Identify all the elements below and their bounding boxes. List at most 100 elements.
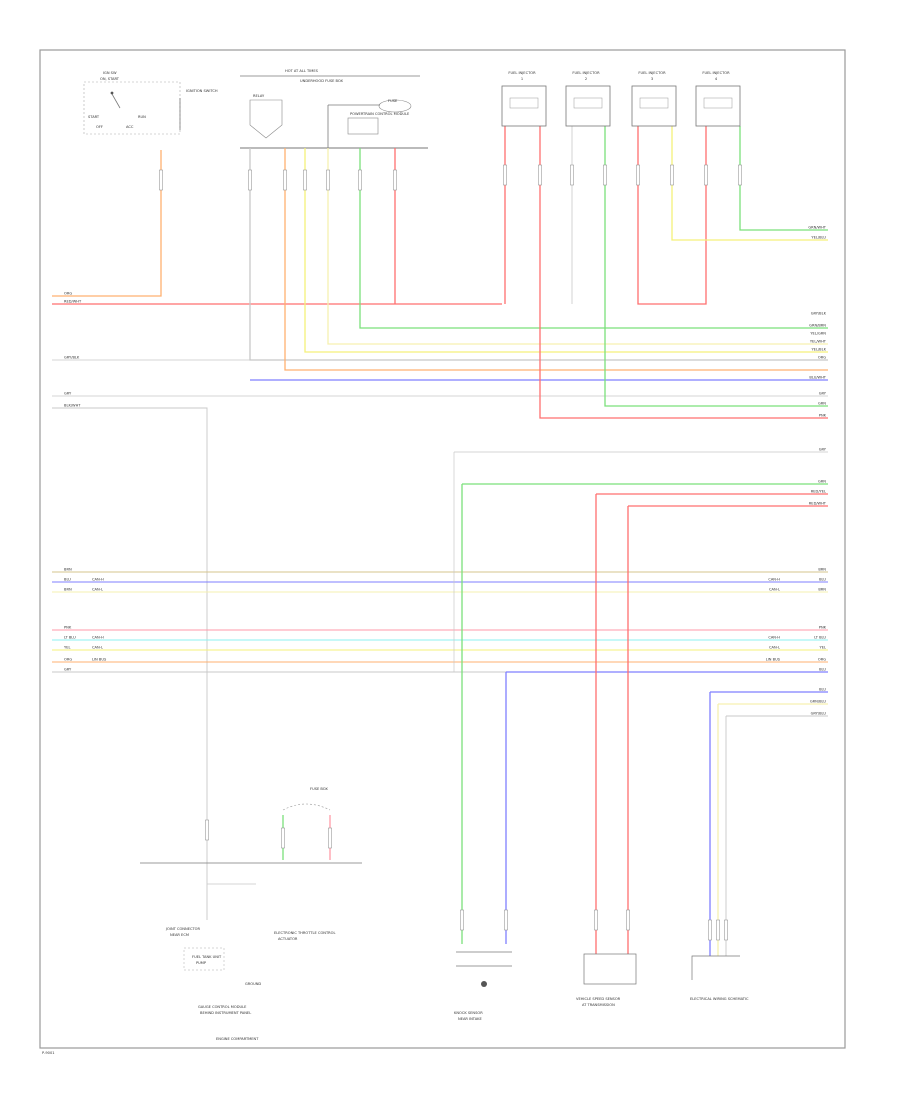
injector-body — [631, 85, 677, 127]
wire-label-right: GRN — [818, 480, 826, 484]
bus-desc-left: LIN BUS — [92, 658, 107, 662]
wire-label-right: YEL/GRN — [810, 332, 826, 336]
bus-code-right: BLU — [819, 668, 826, 672]
bus-code-left: BLU — [64, 578, 71, 582]
bus-code-right: BRN — [818, 568, 826, 572]
junction-title: JOINT CONNECTOR — [165, 927, 200, 931]
connector-throttle — [716, 919, 720, 941]
junction-box-bottom — [183, 947, 225, 971]
bus-code-left: LT BLU — [64, 636, 76, 640]
injector-num: 1 — [521, 77, 523, 81]
fuel-injector-4: FUEL INJECTOR 4 — [695, 71, 741, 127]
lower-label: ENGINE COMPARTMENT — [216, 1037, 259, 1041]
wire-label-right: YEL/BLK — [811, 348, 826, 352]
switch-pivot — [110, 91, 114, 95]
caption: ELECTRICAL WIRING SCHEMATIC — [690, 997, 749, 1001]
wire-label-right: GRN — [818, 402, 826, 406]
connector-bottom — [504, 909, 508, 931]
injector-title: FUEL INJECTOR — [702, 71, 730, 75]
bus-code-right: LT BLU — [814, 636, 826, 640]
fuse-shape — [378, 99, 412, 113]
module-box — [347, 117, 379, 135]
switch-contact — [111, 93, 121, 109]
injector-title: FUEL INJECTOR — [508, 71, 536, 75]
fuel-sub: PUMP — [196, 961, 207, 965]
wire-inj3-b — [671, 126, 828, 241]
bus-desc-left: CAN-L — [92, 588, 103, 592]
bus-desc-left: CAN-H — [92, 578, 104, 582]
ignition-sub: ON, START — [100, 77, 120, 81]
ignition-note: IGNITION SWITCH — [186, 89, 218, 93]
wire-label-right: YEL/BLU — [811, 236, 826, 240]
connector-drop — [326, 169, 330, 191]
bus-desc-right: CAN-L — [769, 588, 780, 592]
knock-sensor-icon — [481, 981, 487, 987]
fuel-injector-1: FUEL INJECTOR 1 — [501, 71, 547, 127]
wire-label-left: ORG — [64, 292, 72, 296]
wire-inj1-b — [539, 126, 828, 419]
ignition-switch: IGN SW ON, START START RUN OFF ACC IGNIT… — [83, 71, 218, 135]
connector-injector — [538, 164, 542, 186]
meter-title: GAUGE CONTROL MODULE — [198, 1005, 247, 1009]
wire-layer — [52, 126, 828, 956]
rear-title: ELECTRONIC THROTTLE CONTROL — [274, 931, 336, 935]
wire-label-left: RED/WHT — [64, 300, 82, 304]
bus-code-left: BRN — [64, 588, 72, 592]
wire-ign-feed — [52, 150, 162, 297]
wire-label-left: BLK/WHT — [64, 404, 81, 408]
wire-label-right: GRN/BRN — [809, 324, 826, 328]
page-label: P-9001 — [42, 1051, 55, 1055]
bus-desc-right: CAN-H — [768, 578, 780, 582]
wire-yellow-drop-1 — [304, 148, 828, 353]
connector-injector — [603, 164, 607, 186]
injector-coil — [509, 97, 539, 109]
injector-coil — [703, 97, 733, 109]
connector-injector — [670, 164, 674, 186]
bus-desc-left: CAN-H — [92, 636, 104, 640]
abs-title: VEHICLE SPEED SENSOR — [576, 997, 621, 1001]
wire-gray-vertical — [52, 407, 208, 920]
wire-label-right: GRY — [819, 392, 827, 396]
wire-label-right: GRN/WHT — [808, 226, 826, 230]
injector-body — [695, 85, 741, 127]
injector-coil — [573, 97, 603, 109]
bus-code-right: ORG — [818, 658, 826, 662]
meter-sub: BEHIND INSTRUMENT PANEL — [200, 1011, 251, 1015]
connector-drop — [303, 169, 307, 191]
injector-coil — [639, 97, 669, 109]
wire-label-right: GRY — [819, 448, 827, 452]
injector-title: FUEL INJECTOR — [572, 71, 600, 75]
injector-title: FUEL INJECTOR — [638, 71, 666, 75]
junction-title: HOT AT ALL TIMES — [285, 69, 319, 73]
ground-label: GROUND — [245, 982, 261, 986]
wire-inj3-a — [637, 126, 707, 305]
connector-plug-2 — [328, 827, 332, 849]
ignition-pos-acc: ACC — [126, 125, 134, 129]
fuel-injector-3: FUEL INJECTOR 3 — [631, 71, 677, 127]
wire-label-right: PNK — [819, 414, 827, 418]
relay-shape — [249, 99, 283, 139]
connector-injector — [738, 164, 742, 186]
bus-code-right: BRN — [818, 588, 826, 592]
connector-drop — [358, 169, 362, 191]
connector-injector — [636, 164, 640, 186]
bus-code-left: BRN — [64, 568, 72, 572]
injector-num: 3 — [651, 77, 653, 81]
wire-label-left: GRY — [64, 392, 72, 396]
bus-code-right: PNK — [819, 626, 827, 630]
bus-desc-right: CAN-H — [768, 636, 780, 640]
injector-body — [501, 85, 547, 127]
connector-injector — [503, 164, 507, 186]
bottom-components: FUSE BOX JOINT CONNECTOR NEAR ECM FUEL T… — [140, 787, 749, 1041]
connector-bottom — [594, 909, 598, 931]
wire-green-drop — [359, 148, 828, 329]
bus-desc-left: CAN-L — [92, 646, 103, 650]
connector-drop — [283, 169, 287, 191]
bus-code-right: GRN/BLU — [810, 700, 826, 704]
injector-num: 4 — [715, 77, 718, 81]
bus-code-right: YEL — [820, 646, 826, 650]
junction-box: HOT AT ALL TIMES UNDERHOOD FUSE BOX RELA… — [240, 69, 428, 149]
